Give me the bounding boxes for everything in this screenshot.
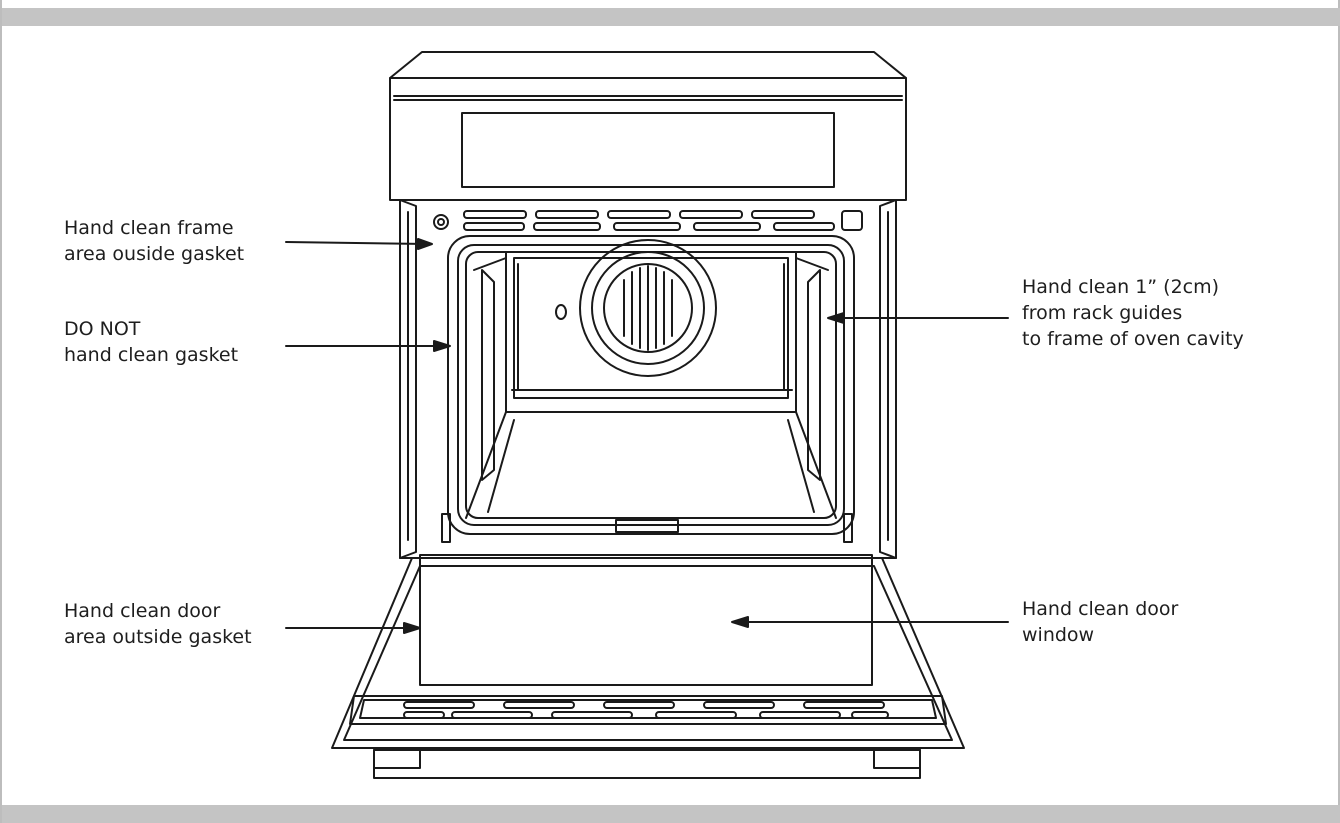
callout-rack-guides-line-3: to frame of oven cavity bbox=[1022, 328, 1244, 350]
callout-door-window-line-2: window bbox=[1022, 624, 1095, 646]
bottom-band bbox=[2, 805, 1340, 823]
top-band bbox=[2, 8, 1340, 26]
callout-frame-line-1: Hand clean frame bbox=[64, 217, 234, 239]
callout-door-area: Hand clean door area outside gasket bbox=[64, 598, 252, 650]
callout-gasket-line-2: hand clean gasket bbox=[64, 344, 239, 366]
left-rack-guide bbox=[481, 269, 495, 481]
oven-door bbox=[331, 554, 965, 779]
callout-door-window: Hand clean door window bbox=[1022, 596, 1178, 648]
right-rack-guide bbox=[807, 269, 821, 481]
light-switch-icon bbox=[433, 214, 449, 230]
callout-frame: Hand clean frame area ouside gasket bbox=[64, 215, 244, 267]
callout-door-area-line-2: area outside gasket bbox=[64, 626, 252, 648]
arrow-frame bbox=[285, 241, 429, 245]
callout-door-area-line-1: Hand clean door bbox=[64, 600, 221, 622]
oven-light-icon bbox=[555, 304, 567, 320]
door-window bbox=[419, 554, 873, 686]
callout-rack-guides-line-1: Hand clean 1” (2cm) bbox=[1022, 276, 1220, 298]
callout-frame-line-2: area ouside gasket bbox=[64, 243, 245, 265]
callout-door-window-line-1: Hand clean door bbox=[1022, 598, 1179, 620]
oven-frame bbox=[399, 199, 897, 559]
callout-rack-guides-line-2: from rack guides bbox=[1022, 302, 1183, 324]
oven-cavity bbox=[465, 239, 837, 533]
callout-gasket: DO NOT hand clean gasket bbox=[64, 316, 238, 368]
callout-gasket-line-1: DO NOT bbox=[64, 318, 141, 340]
convection-fan-icon bbox=[579, 239, 717, 377]
callout-arrows bbox=[285, 238, 1009, 634]
control-display bbox=[461, 112, 835, 188]
callout-rack-guides: Hand clean 1” (2cm) from rack guides to … bbox=[1022, 274, 1244, 352]
oven-top-panel bbox=[389, 51, 907, 201]
oven-gasket bbox=[447, 235, 855, 535]
